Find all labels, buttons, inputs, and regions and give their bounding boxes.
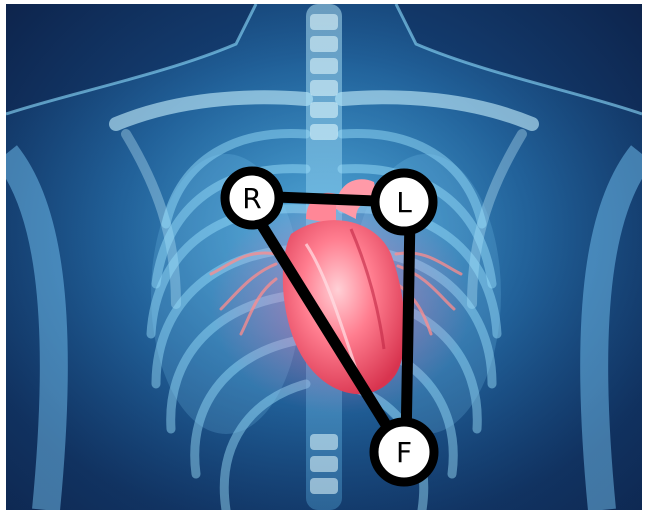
node-label-r: R: [242, 182, 261, 215]
electrode-node-l: L: [375, 173, 433, 231]
edge-l-f: [406, 216, 410, 444]
node-label-f: F: [396, 436, 412, 469]
node-label-l: L: [396, 186, 412, 219]
chest-xray-illustration: R L F: [6, 4, 642, 510]
electrode-node-r: R: [225, 171, 279, 225]
anatomy-svg: R L F: [6, 4, 642, 510]
electrode-node-f: F: [374, 422, 434, 482]
